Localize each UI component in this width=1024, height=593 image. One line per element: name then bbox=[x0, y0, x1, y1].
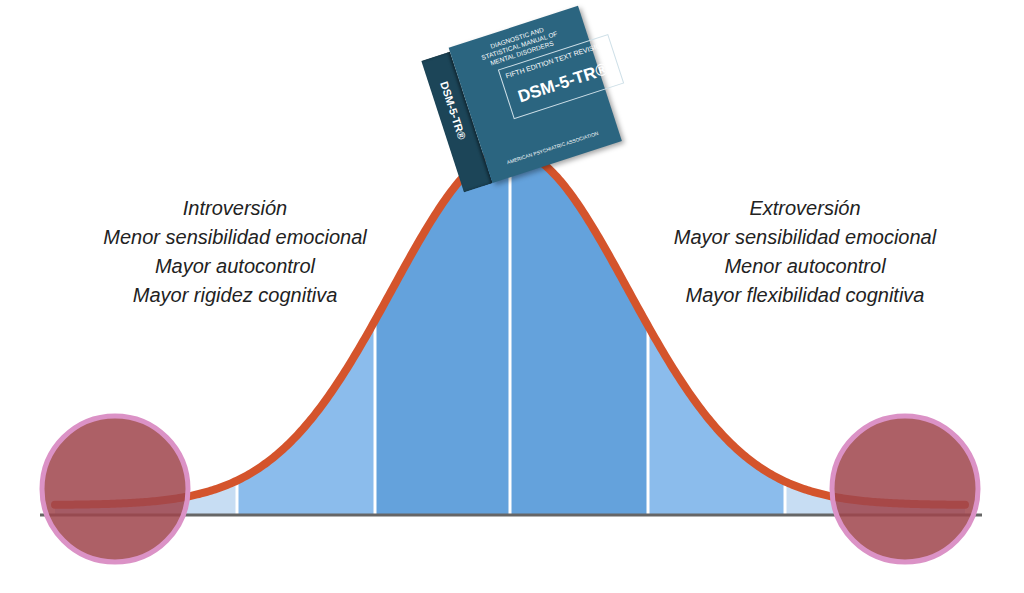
trait-heading: Extroversión bbox=[749, 196, 860, 220]
tail-circle bbox=[42, 416, 188, 562]
trait-label: Mayor autocontrol bbox=[155, 254, 315, 278]
book-publisher: AMERICAN PSYCHIATRIC ASSOCIATION bbox=[496, 127, 608, 170]
curve-band bbox=[375, 150, 648, 515]
book-title: DSM-5-TR® bbox=[505, 55, 622, 112]
trait-label: Mayor flexibilidad cognitiva bbox=[685, 283, 924, 307]
band-divider bbox=[784, 485, 787, 515]
trait-label: Menor autocontrol bbox=[724, 254, 885, 278]
trait-label: Menor sensibilidad emocional bbox=[103, 225, 366, 249]
tail-circle bbox=[832, 416, 978, 562]
band-divider bbox=[374, 323, 377, 515]
trait-label: Mayor rigidez cognitiva bbox=[133, 283, 338, 307]
band-divider bbox=[647, 329, 650, 515]
band-divider bbox=[509, 153, 512, 515]
trait-heading: Introversión bbox=[183, 196, 288, 220]
dsm-book: DSM-5-TR® DIAGNOSTIC AND STATISTICAL MAN… bbox=[420, 6, 622, 192]
band-divider bbox=[236, 484, 239, 515]
trait-label: Mayor sensibilidad emocional bbox=[674, 225, 936, 249]
curve-line bbox=[55, 150, 965, 505]
